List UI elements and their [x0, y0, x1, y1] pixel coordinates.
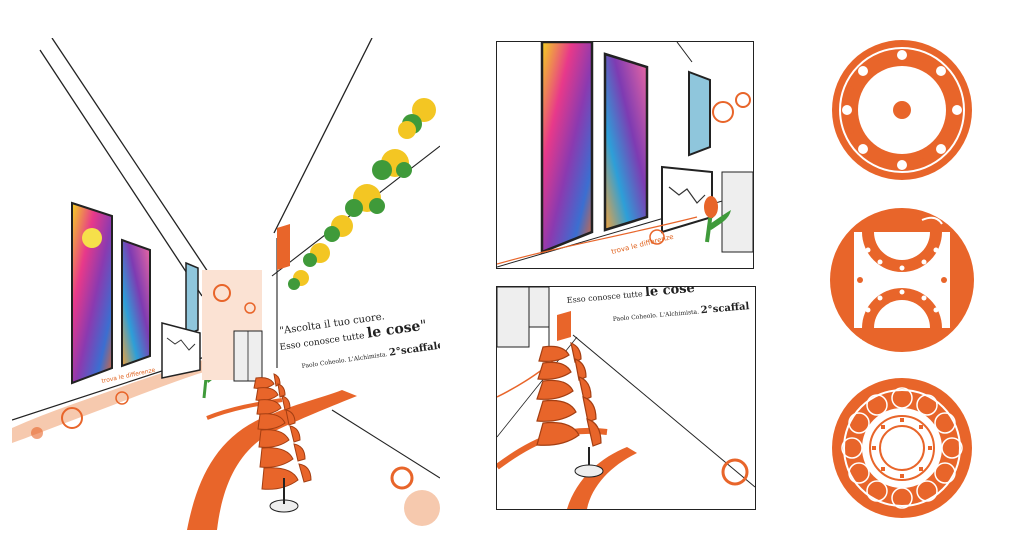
emblem-sun: [832, 40, 972, 180]
swirl-ornament: [31, 427, 43, 439]
ceiling-line-left: [39, 49, 203, 297]
decorative-emblems: [822, 40, 982, 520]
floor-ornament: [404, 490, 440, 526]
orange-pillar: [277, 224, 290, 270]
crop-quote-line: Esso conosce tutte le cose": [566, 287, 701, 307]
back-wall-ornament: [213, 284, 231, 302]
corridor-drawing: trova le differenze "Ascolta il tuo cuor…: [12, 38, 440, 530]
emblem-rings: [832, 378, 972, 518]
chair-row-detail: [536, 345, 580, 446]
detail-view-paintings: trova le differenze: [496, 41, 754, 269]
main-corridor-view: trova le differenze "Ascolta il tuo cuor…: [12, 38, 440, 530]
floor-ornament: [390, 466, 414, 490]
swirl-ornament: [61, 407, 83, 429]
detail-paintings-drawing: trova le differenze: [497, 42, 753, 268]
chair-backs: [273, 373, 312, 483]
painting-1-large: [540, 42, 594, 254]
painting-2: [121, 238, 151, 368]
ceiling-line-right: [273, 38, 373, 234]
sketch-lines: [166, 337, 196, 351]
chair-backs-detail: [570, 342, 602, 447]
swirl-ornament: [115, 391, 129, 405]
chair-row: [253, 377, 299, 490]
floor-ornament-detail: [721, 458, 749, 486]
flower-garland: [288, 98, 436, 290]
door-large: [721, 171, 753, 253]
painting-2-large: [603, 52, 649, 232]
emblem-set: [830, 40, 974, 518]
sketch-frame: [161, 322, 201, 379]
chair-base-detail: [574, 464, 604, 478]
emblem-arches: [830, 208, 974, 352]
wall-ornament: [735, 92, 751, 108]
tulip-large: [704, 196, 718, 218]
window: [185, 261, 199, 337]
door-left: [497, 287, 530, 348]
ceiling-line-left-2: [51, 38, 213, 279]
window-large: [688, 70, 711, 157]
back-wall-ornament: [244, 302, 256, 314]
floor-runner-detail: [567, 447, 637, 509]
orange-pillar-detail: [557, 311, 571, 341]
detail-chairs-drawing: Esso conosce tutte le cose" Paolo Coheol…: [497, 287, 755, 509]
sketch-frame-large: [661, 165, 713, 234]
painting-detail: [82, 228, 102, 248]
wall-ornament: [712, 101, 734, 123]
detail-view-chairs: Esso conosce tutte le cose" Paolo Coheol…: [496, 286, 756, 510]
crop-quote-attribution: Paolo Coheolo. L'Alchimista. 2°scaffal: [612, 301, 750, 324]
painting-caption-large: trova le differenze: [611, 233, 675, 256]
floor-line-right: [331, 409, 440, 479]
painting-1: [71, 201, 113, 385]
